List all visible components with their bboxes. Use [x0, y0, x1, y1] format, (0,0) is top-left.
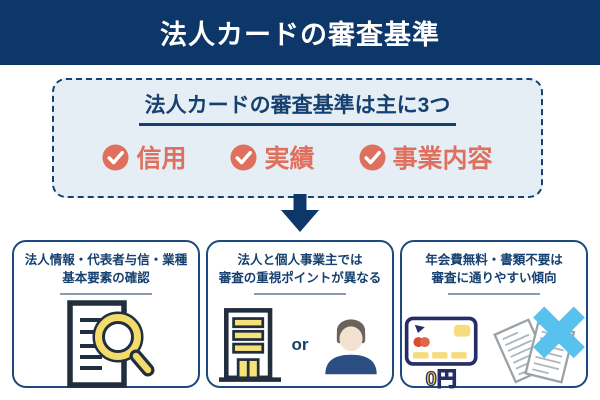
or-label: or: [291, 335, 309, 355]
check-circle-icon: [358, 143, 386, 171]
office-building-icon: [218, 308, 281, 383]
card-title: 年会費無料・書類不要は 審査に通りやすい傾向: [402, 251, 586, 287]
divider: [60, 293, 152, 296]
card-title-line2: 審査に通りやすい傾向: [431, 271, 557, 286]
card-icon-area: or: [208, 297, 392, 393]
card-icon-area: 0円: [402, 297, 586, 397]
criteria-item-record: 実績: [230, 139, 315, 175]
card-title-line1: 法人情報・代表者与信・業種: [24, 253, 188, 267]
divider: [448, 293, 540, 296]
card-title-line1: 法人と個人事業主では: [237, 253, 363, 267]
card-icon-area: [14, 297, 198, 393]
zero-yen-label: 0円: [426, 369, 457, 391]
criteria-label: 事業内容: [392, 145, 493, 173]
card-basic-check: 法人情報・代表者与信・業種 基本要素の確認: [12, 240, 200, 388]
summary-box: 法人カードの審査基準は主に3つ 信用 実績: [52, 78, 543, 198]
document-magnifier-icon: [67, 300, 155, 388]
rejected-documents-icon: [493, 306, 585, 384]
check-circle-icon: [102, 143, 129, 171]
criteria-item-business: 事業内容: [358, 139, 493, 175]
criteria-label: 実績: [264, 145, 315, 173]
credit-card-icon: 0円: [404, 316, 478, 392]
card-corp-vs-individual: 法人と個人事業主では 審査の重視ポイントが異なる or: [206, 240, 394, 388]
card-title-line2: 基本要素の確認: [62, 271, 150, 286]
card-title: 法人情報・代表者与信・業種 基本要素の確認: [14, 251, 198, 287]
card-free-no-docs: 年会費無料・書類不要は 審査に通りやすい傾向 0円: [400, 240, 588, 392]
criteria-item-credit: 信用: [102, 139, 186, 175]
header-band: 法人カードの審査基準: [0, 0, 600, 65]
criteria-list: 信用 実績 事業内容: [102, 139, 493, 175]
down-arrow-icon: [281, 194, 319, 232]
business-person-icon: [324, 319, 377, 375]
summary-title: 法人カードの審査基準は主に3つ: [138, 89, 457, 126]
card-title: 法人と個人事業主では 審査の重視ポイントが異なる: [208, 251, 392, 287]
criteria-label: 信用: [136, 145, 187, 173]
page-title: 法人カードの審査基準: [160, 20, 440, 50]
card-title-line1: 年会費無料・書類不要は: [425, 253, 563, 267]
check-circle-icon: [230, 143, 258, 171]
divider: [254, 293, 346, 296]
card-title-line2: 審査の重視ポイントが異なる: [218, 271, 382, 286]
